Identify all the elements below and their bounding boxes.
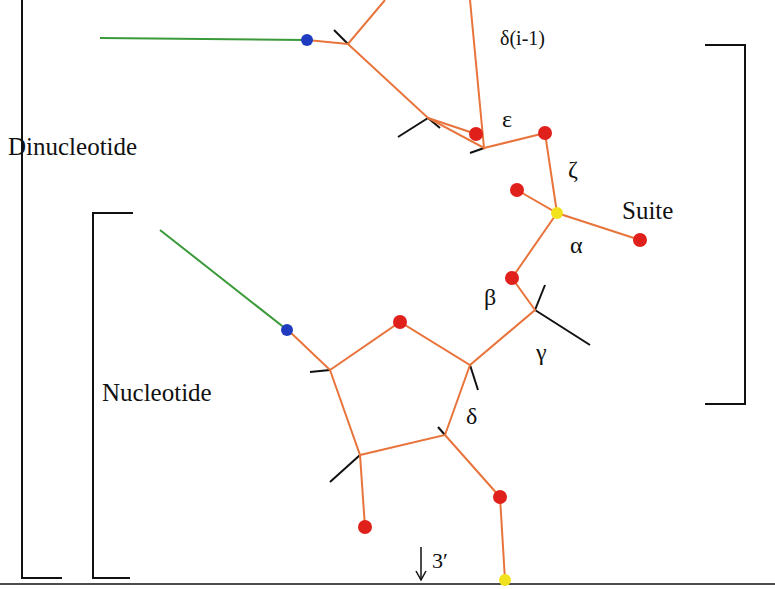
group-label: Dinucleotide (8, 134, 137, 159)
torsion-label: δ (466, 404, 477, 428)
base-bond (100, 38, 305, 329)
backbone-bonds (288, 0, 640, 580)
torsion-label: β (484, 285, 496, 309)
baseline-rule (0, 583, 775, 585)
hydrogen-ticks (310, 30, 590, 482)
torsion-label: δ(i-1) (500, 28, 545, 48)
torsion-label: γ (536, 340, 547, 364)
dinucleotide-bracket (22, 0, 62, 578)
torsion-label: ζ (568, 157, 578, 181)
direction-arrow (416, 547, 426, 580)
suite-bracket (705, 45, 745, 404)
oxygen-atoms (358, 126, 647, 534)
nitrogen-atoms (281, 34, 313, 336)
group-label: Nucleotide (102, 380, 212, 405)
torsion-label: ε (502, 107, 512, 131)
group-label: Suite (622, 198, 673, 223)
torsion-label: α (570, 233, 583, 257)
phosphorus-atoms (499, 207, 563, 586)
end-label: 3′ (432, 550, 448, 572)
